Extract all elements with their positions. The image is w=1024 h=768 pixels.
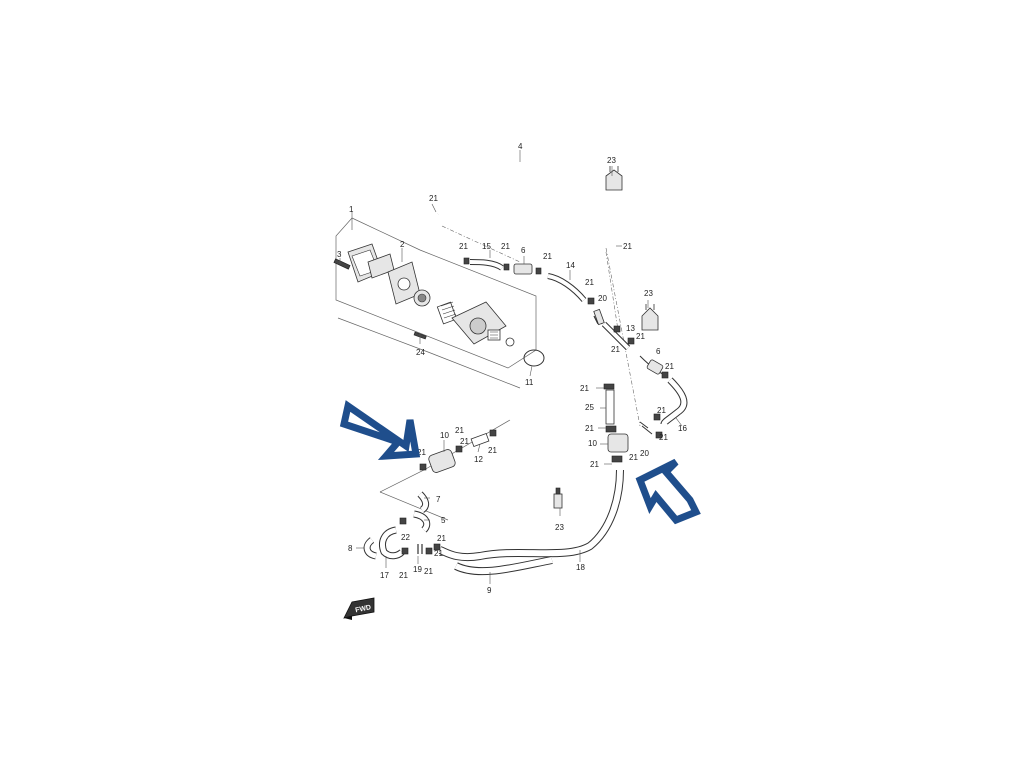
label-part-19: 19 — [413, 565, 422, 574]
label-clamp-21: 21 — [636, 332, 645, 341]
fwd-badge-label: FWD — [355, 604, 372, 614]
label-clamp-21: 21 — [455, 426, 464, 435]
label-clamp-21: 21 — [585, 278, 594, 287]
pump-assembly-box — [335, 217, 537, 389]
filter-10-left — [419, 429, 497, 473]
label-part-13: 13 — [626, 324, 635, 333]
label-part-5: 5 — [441, 516, 446, 525]
label-part-6-upper: 6 — [521, 246, 526, 255]
label-clamp-21: 21 — [429, 194, 438, 203]
label-clamp-21: 21 — [611, 345, 620, 354]
label-clamp-21: 21 — [580, 384, 589, 393]
label-clamp-21: 21 — [437, 534, 446, 543]
valve-23-mid — [641, 304, 659, 331]
label-part-10-left: 10 — [440, 431, 449, 440]
label-part-10-right: 10 — [588, 439, 597, 448]
label-part-11: 11 — [525, 378, 534, 387]
part-labels: 1 2 3 4 5 6 6 7 8 9 10 10 11 12 13 14 15… — [337, 142, 687, 595]
label-part-14: 14 — [566, 261, 575, 270]
label-clamp-21: 21 — [399, 571, 408, 580]
label-part-4: 4 — [518, 142, 523, 151]
label-part-15: 15 — [482, 242, 491, 251]
highlight-arrow-right — [635, 458, 701, 525]
hose-18 — [438, 469, 624, 562]
label-part-9: 9 — [487, 586, 492, 595]
label-clamp-21: 21 — [417, 448, 426, 457]
label-clamp-21: 21 — [434, 549, 443, 558]
label-clamp-21: 21 — [657, 406, 666, 415]
dashed-leaders — [441, 225, 641, 427]
leader-lines — [339, 150, 683, 584]
label-part-23-bottom: 23 — [555, 523, 564, 532]
label-part-18: 18 — [576, 563, 585, 572]
label-part-23-mid: 23 — [644, 289, 653, 298]
label-part-20-upper: 20 — [598, 294, 607, 303]
label-part-17: 17 — [380, 571, 389, 580]
lower-hoses — [363, 491, 441, 560]
valve-23-top — [605, 166, 623, 191]
label-clamp-21: 21 — [459, 242, 468, 251]
label-part-1: 1 — [349, 205, 354, 214]
label-clamp-21: 21 — [543, 252, 552, 261]
label-clamp-21: 21 — [488, 446, 497, 455]
label-part-2: 2 — [400, 240, 405, 249]
highlight-arrow-left — [339, 400, 421, 461]
label-clamp-21: 21 — [585, 424, 594, 433]
hose-4 — [435, 156, 610, 233]
label-clamp-21: 21 — [501, 242, 510, 251]
upper-hose-group — [463, 257, 688, 439]
label-part-12: 12 — [474, 455, 483, 464]
label-part-6-right: 6 — [656, 347, 661, 356]
label-part-20-lower: 20 — [640, 449, 649, 458]
label-part-22: 22 — [401, 533, 410, 542]
label-part-23-top: 23 — [607, 156, 616, 165]
hose-9 — [454, 556, 553, 576]
label-part-3: 3 — [337, 250, 342, 259]
label-clamp-21: 21 — [629, 453, 638, 462]
label-part-8: 8 — [348, 544, 353, 553]
label-clamp-21: 21 — [424, 567, 433, 576]
label-clamp-21: 21 — [623, 242, 632, 251]
label-part-24: 24 — [416, 348, 425, 357]
label-clamp-21: 21 — [460, 437, 469, 446]
label-clamp-21: 21 — [659, 433, 668, 442]
filter-10-right — [603, 383, 629, 463]
label-part-16: 16 — [678, 424, 687, 433]
label-clamp-21: 21 — [590, 460, 599, 469]
valve-23-bottom — [553, 487, 563, 509]
label-part-25: 25 — [585, 403, 594, 412]
fwd-badge: FWD — [343, 597, 375, 620]
fuel-pump-parts — [333, 243, 545, 367]
label-part-7: 7 — [436, 495, 441, 504]
label-clamp-21: 21 — [665, 362, 674, 371]
